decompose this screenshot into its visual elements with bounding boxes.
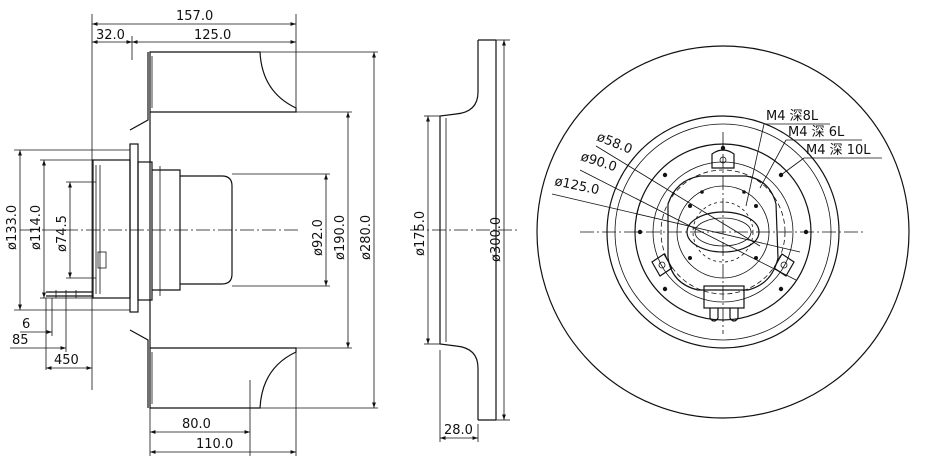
dim-85: 85 — [12, 333, 29, 348]
dim-80: 80.0 — [182, 417, 211, 432]
dim-6: 6 — [22, 317, 30, 332]
dim-32: 32.0 — [96, 28, 125, 43]
motor-body — [92, 159, 131, 299]
dim-190: ø190.0 — [333, 215, 348, 260]
impeller-blade-outline — [149, 51, 297, 113]
label-m4-10l: M4 深 10L — [806, 143, 871, 158]
dim-157: 157.0 — [176, 9, 213, 24]
dim-450: 450 — [54, 353, 79, 368]
label-m4-8l: M4 深8L — [766, 109, 819, 124]
shroud-profile — [439, 40, 497, 420]
front-view: ø58.0 ø90.0 ø125.0 M4 深8L M4 深 6L M4 深 1… — [536, 45, 910, 419]
dim-133: ø133.0 — [5, 205, 20, 250]
rotor-hub — [137, 161, 153, 301]
label-pcd-58: ø58.0 — [595, 130, 635, 158]
motor-plate — [667, 175, 779, 291]
label-m4-6l: M4 深 6L — [788, 125, 845, 140]
top-tab — [711, 149, 735, 169]
dim-300: ø300.0 — [489, 217, 504, 262]
outer-disc — [536, 45, 910, 419]
motor-flange — [129, 143, 139, 313]
dim-280: ø280.0 — [359, 215, 374, 260]
side-view: 157.0 32.0 125.0 ø133.0 ø114.0 ø74.5 ø92… — [5, 9, 378, 456]
dim-114: ø114.0 — [29, 205, 44, 250]
dim-92: ø92.0 — [311, 219, 326, 256]
section-view: ø175.0 ø300.0 28.0 — [410, 39, 520, 442]
connector — [703, 285, 745, 309]
dim-110: 110.0 — [196, 437, 233, 452]
dim-175: ø175.0 — [413, 211, 428, 256]
dim-74-5: ø74.5 — [55, 215, 70, 252]
dim-28: 28.0 — [444, 423, 473, 438]
label-pcd-90: ø90.0 — [579, 150, 619, 176]
label-pcd-125: ø125.0 — [553, 174, 600, 198]
dim-125: 125.0 — [194, 28, 231, 43]
